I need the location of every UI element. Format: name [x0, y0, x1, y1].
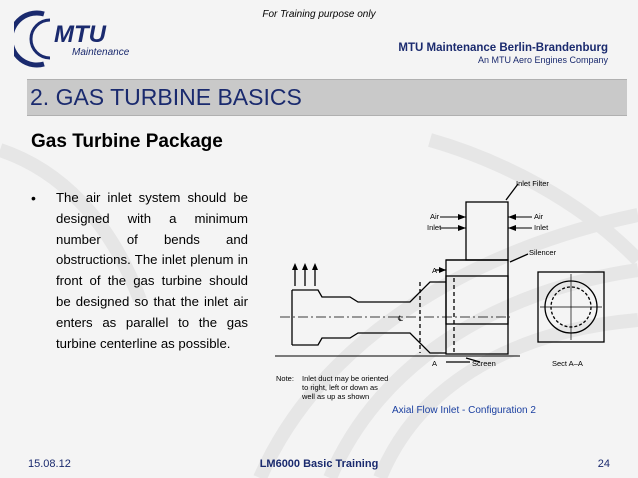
label-air-left: Air	[430, 212, 440, 221]
section-a-a-box	[537, 271, 605, 343]
training-note: For Training purpose only	[262, 9, 376, 20]
label-screen: Screen	[472, 359, 496, 368]
footer-date: 15.08.12	[28, 458, 71, 470]
label-centerline: ℄	[397, 314, 404, 323]
note-line-3: well as up as shown	[301, 392, 369, 401]
silencer-box	[445, 259, 509, 325]
diagram-caption: Axial Flow Inlet - Configuration 2	[392, 405, 536, 416]
inlet-filter-box	[465, 201, 509, 261]
turbine-body	[291, 281, 446, 354]
svg-text:Maintenance: Maintenance	[72, 47, 130, 58]
note-line-1: Inlet duct may be oriented	[302, 374, 388, 383]
inlet-diagram: Inlet Filter Air Inlet Air Inlet Silence…	[275, 179, 605, 401]
label-inlet-filter: Inlet Filter	[516, 179, 549, 188]
label-a-bottom: A	[432, 359, 437, 368]
note-label: Note:	[276, 374, 294, 383]
company-name: MTU Maintenance Berlin-Brandenburg	[398, 42, 608, 54]
mtu-logo: MTU Maintenance	[14, 10, 130, 68]
svg-text:MTU: MTU	[54, 21, 107, 48]
note-line-2: to right, left or down as	[302, 383, 378, 392]
company-block: MTU Maintenance Berlin-Brandenburg An MT…	[398, 42, 608, 65]
plenum-box	[445, 275, 509, 355]
footer-page-number: 24	[597, 458, 610, 470]
label-a-top: A	[432, 266, 437, 275]
label-air-right: Air	[534, 212, 544, 221]
title-bar: 2. GAS TURBINE BASICS	[27, 79, 627, 116]
bullet-text: The air inlet system should be designed …	[56, 190, 248, 351]
slide-title: 2. GAS TURBINE BASICS	[30, 84, 302, 110]
company-subtitle: An MTU Aero Engines Company	[477, 55, 608, 65]
label-inlet-right: Inlet	[534, 223, 549, 232]
footer-course: LM6000 Basic Training	[259, 458, 379, 470]
label-inlet-left: Inlet	[427, 223, 442, 232]
label-silencer: Silencer	[529, 248, 557, 257]
slide-subtitle: Gas Turbine Package	[31, 131, 223, 152]
bullet-marker: •	[31, 190, 36, 206]
label-sect-a-a: Sect A–A	[552, 359, 583, 368]
